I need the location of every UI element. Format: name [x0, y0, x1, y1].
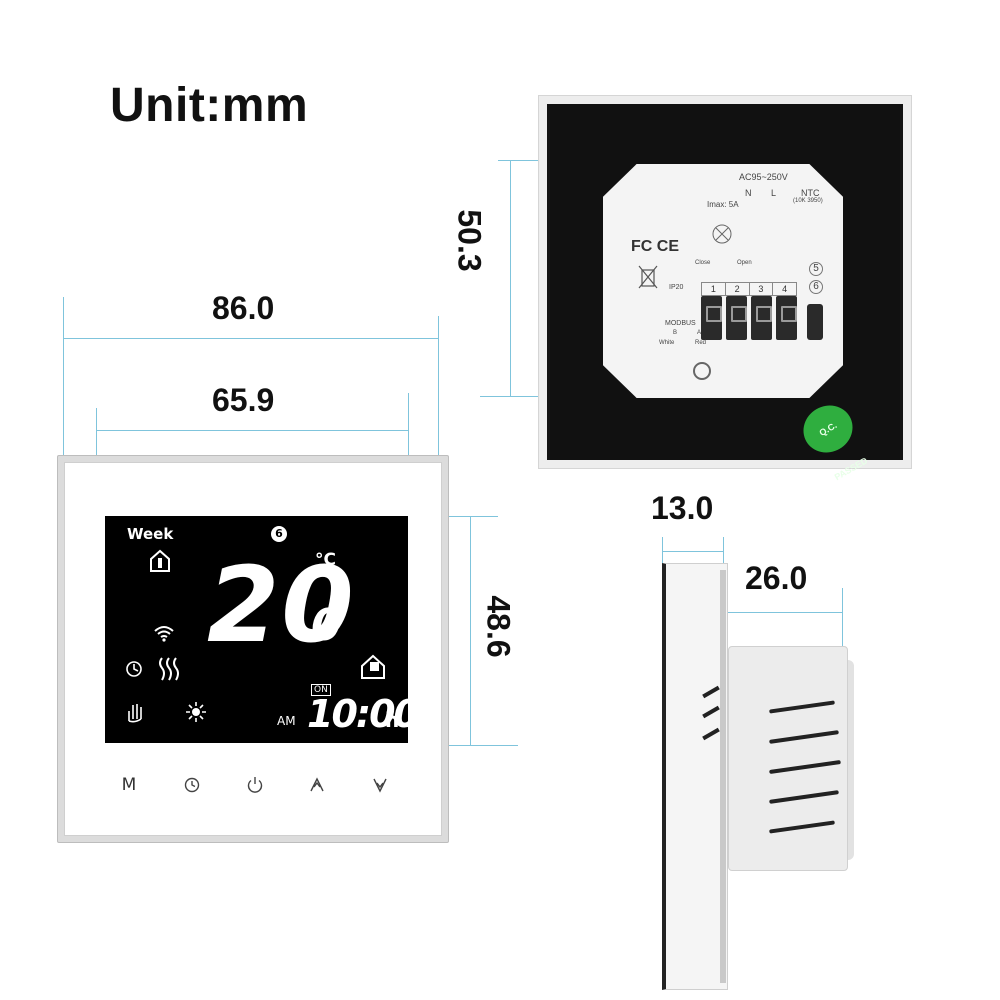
vent-slot [769, 790, 839, 804]
side-panel-edge [720, 570, 726, 983]
wiring-module: AC95~250V Imax: 5A N L NTC (10K 3950) FC… [603, 164, 843, 398]
back-plate: AC95~250V Imax: 5A N L NTC (10K 3950) FC… [547, 104, 903, 482]
wire-red-label: Red [695, 340, 707, 346]
clock-display: 10:00 [307, 692, 420, 736]
thermostat-side-panel [662, 563, 728, 990]
dim-label-86: 86.0 [212, 290, 275, 326]
clock-icon [184, 777, 200, 793]
wire-white-label: White [659, 340, 675, 346]
terminal-blocks [701, 296, 797, 340]
qc-passed-sticker: Q.C. PASSED [794, 396, 869, 482]
dim-line-26 [723, 612, 843, 613]
clock-small-icon [126, 661, 142, 677]
vent-slot [769, 700, 835, 714]
sensor-connector [807, 304, 823, 340]
sun-icon [186, 702, 206, 722]
terminal-screw [776, 296, 797, 340]
dim-line-13-left [662, 537, 663, 567]
dim-line-50 [510, 160, 511, 396]
valve-close-label: Close [695, 260, 711, 266]
live-label: L [771, 188, 777, 198]
day-badge: 6 [271, 526, 287, 542]
sensor-terminal-6: 6 [809, 280, 823, 294]
dim-label-26: 26.0 [745, 560, 808, 596]
hour-suffix: h [385, 708, 400, 732]
unit-title: Unit:mm [110, 79, 309, 132]
terminal-screw [726, 296, 747, 340]
reset-ring [693, 362, 711, 380]
terminal-3: 3 [750, 283, 774, 295]
dim-line-48 [470, 516, 471, 746]
valve-open-label: Open [737, 260, 752, 266]
dim-line-65 [96, 430, 409, 431]
terminal-screw [701, 296, 722, 340]
lcd-screen: Week 6 20 °C 0 [105, 516, 420, 743]
dim-line-86 [63, 338, 439, 339]
dim-line-48-top [448, 516, 498, 517]
temperature-decimal: 0 [311, 600, 342, 651]
clock-button[interactable] [180, 773, 204, 797]
home-schedule-icon [361, 654, 385, 679]
modbus-label: MODBUS [665, 320, 696, 327]
temperature-unit: °C [315, 550, 336, 570]
terminal-4: 4 [782, 284, 788, 294]
terminal-2: 2 [726, 283, 750, 295]
dim-line-86-left [63, 297, 64, 457]
touch-button-row: M [105, 773, 395, 803]
weee-bin-icon [638, 265, 658, 289]
dim-line-26-right [842, 588, 843, 648]
current-label: Imax: 5A [707, 200, 739, 209]
dim-label-65: 65.9 [212, 382, 275, 418]
week-label: Week [127, 525, 174, 543]
sensor-label: NTC [801, 188, 820, 198]
heating-icon [159, 657, 179, 681]
fc-ce-mark: FC CE [631, 238, 679, 255]
timer-on-tag: ON [311, 684, 331, 696]
power-button[interactable] [243, 773, 267, 797]
hand-icon [128, 704, 142, 723]
terminal-numbers: 1 2 3 4 [701, 282, 797, 296]
dim-line-13-right [723, 537, 724, 567]
temperature-integer: 20 [207, 544, 356, 666]
sensor-terminal-5: 5 [809, 262, 823, 276]
menu-button[interactable]: M [121, 775, 137, 795]
modbus-a-label: A [697, 330, 702, 336]
dim-label-13: 13.0 [651, 490, 714, 526]
chevron-up-icon [310, 777, 324, 792]
modbus-b-label: B [673, 330, 678, 336]
vent-slot [769, 760, 841, 774]
voltage-label: AC95~250V [739, 172, 788, 182]
dim-label-50: 50.3 [451, 209, 488, 272]
dim-line-86-right [438, 316, 439, 457]
valve-icon [712, 224, 732, 244]
sensor-spec-label: (10K 3950) [793, 198, 823, 204]
front-glass: Week 6 20 °C 0 [64, 462, 442, 836]
vent-slot [769, 730, 839, 744]
dim-line-13 [662, 551, 724, 552]
vent-slot [769, 820, 835, 834]
chevron-down-icon [373, 778, 387, 793]
neutral-label: N [745, 188, 752, 198]
terminal-1: 1 [702, 283, 726, 295]
dim-label-48: 48.6 [480, 595, 517, 658]
up-button[interactable] [305, 773, 329, 797]
terminal-screw [751, 296, 772, 340]
meridiem-label: AM [277, 714, 296, 728]
ip-rating-label: IP20 [669, 284, 684, 291]
home-temp-icon [150, 549, 170, 572]
dim-line-48-bottom [448, 745, 518, 746]
power-icon [247, 777, 263, 793]
wifi-icon [154, 626, 174, 642]
thermostat-side-body [728, 646, 848, 871]
thermostat-back-panel: AC95~250V Imax: 5A N L NTC (10K 3950) FC… [538, 95, 912, 482]
down-button[interactable] [368, 773, 392, 797]
thermostat-front-panel: Week 6 20 °C 0 [57, 455, 449, 843]
